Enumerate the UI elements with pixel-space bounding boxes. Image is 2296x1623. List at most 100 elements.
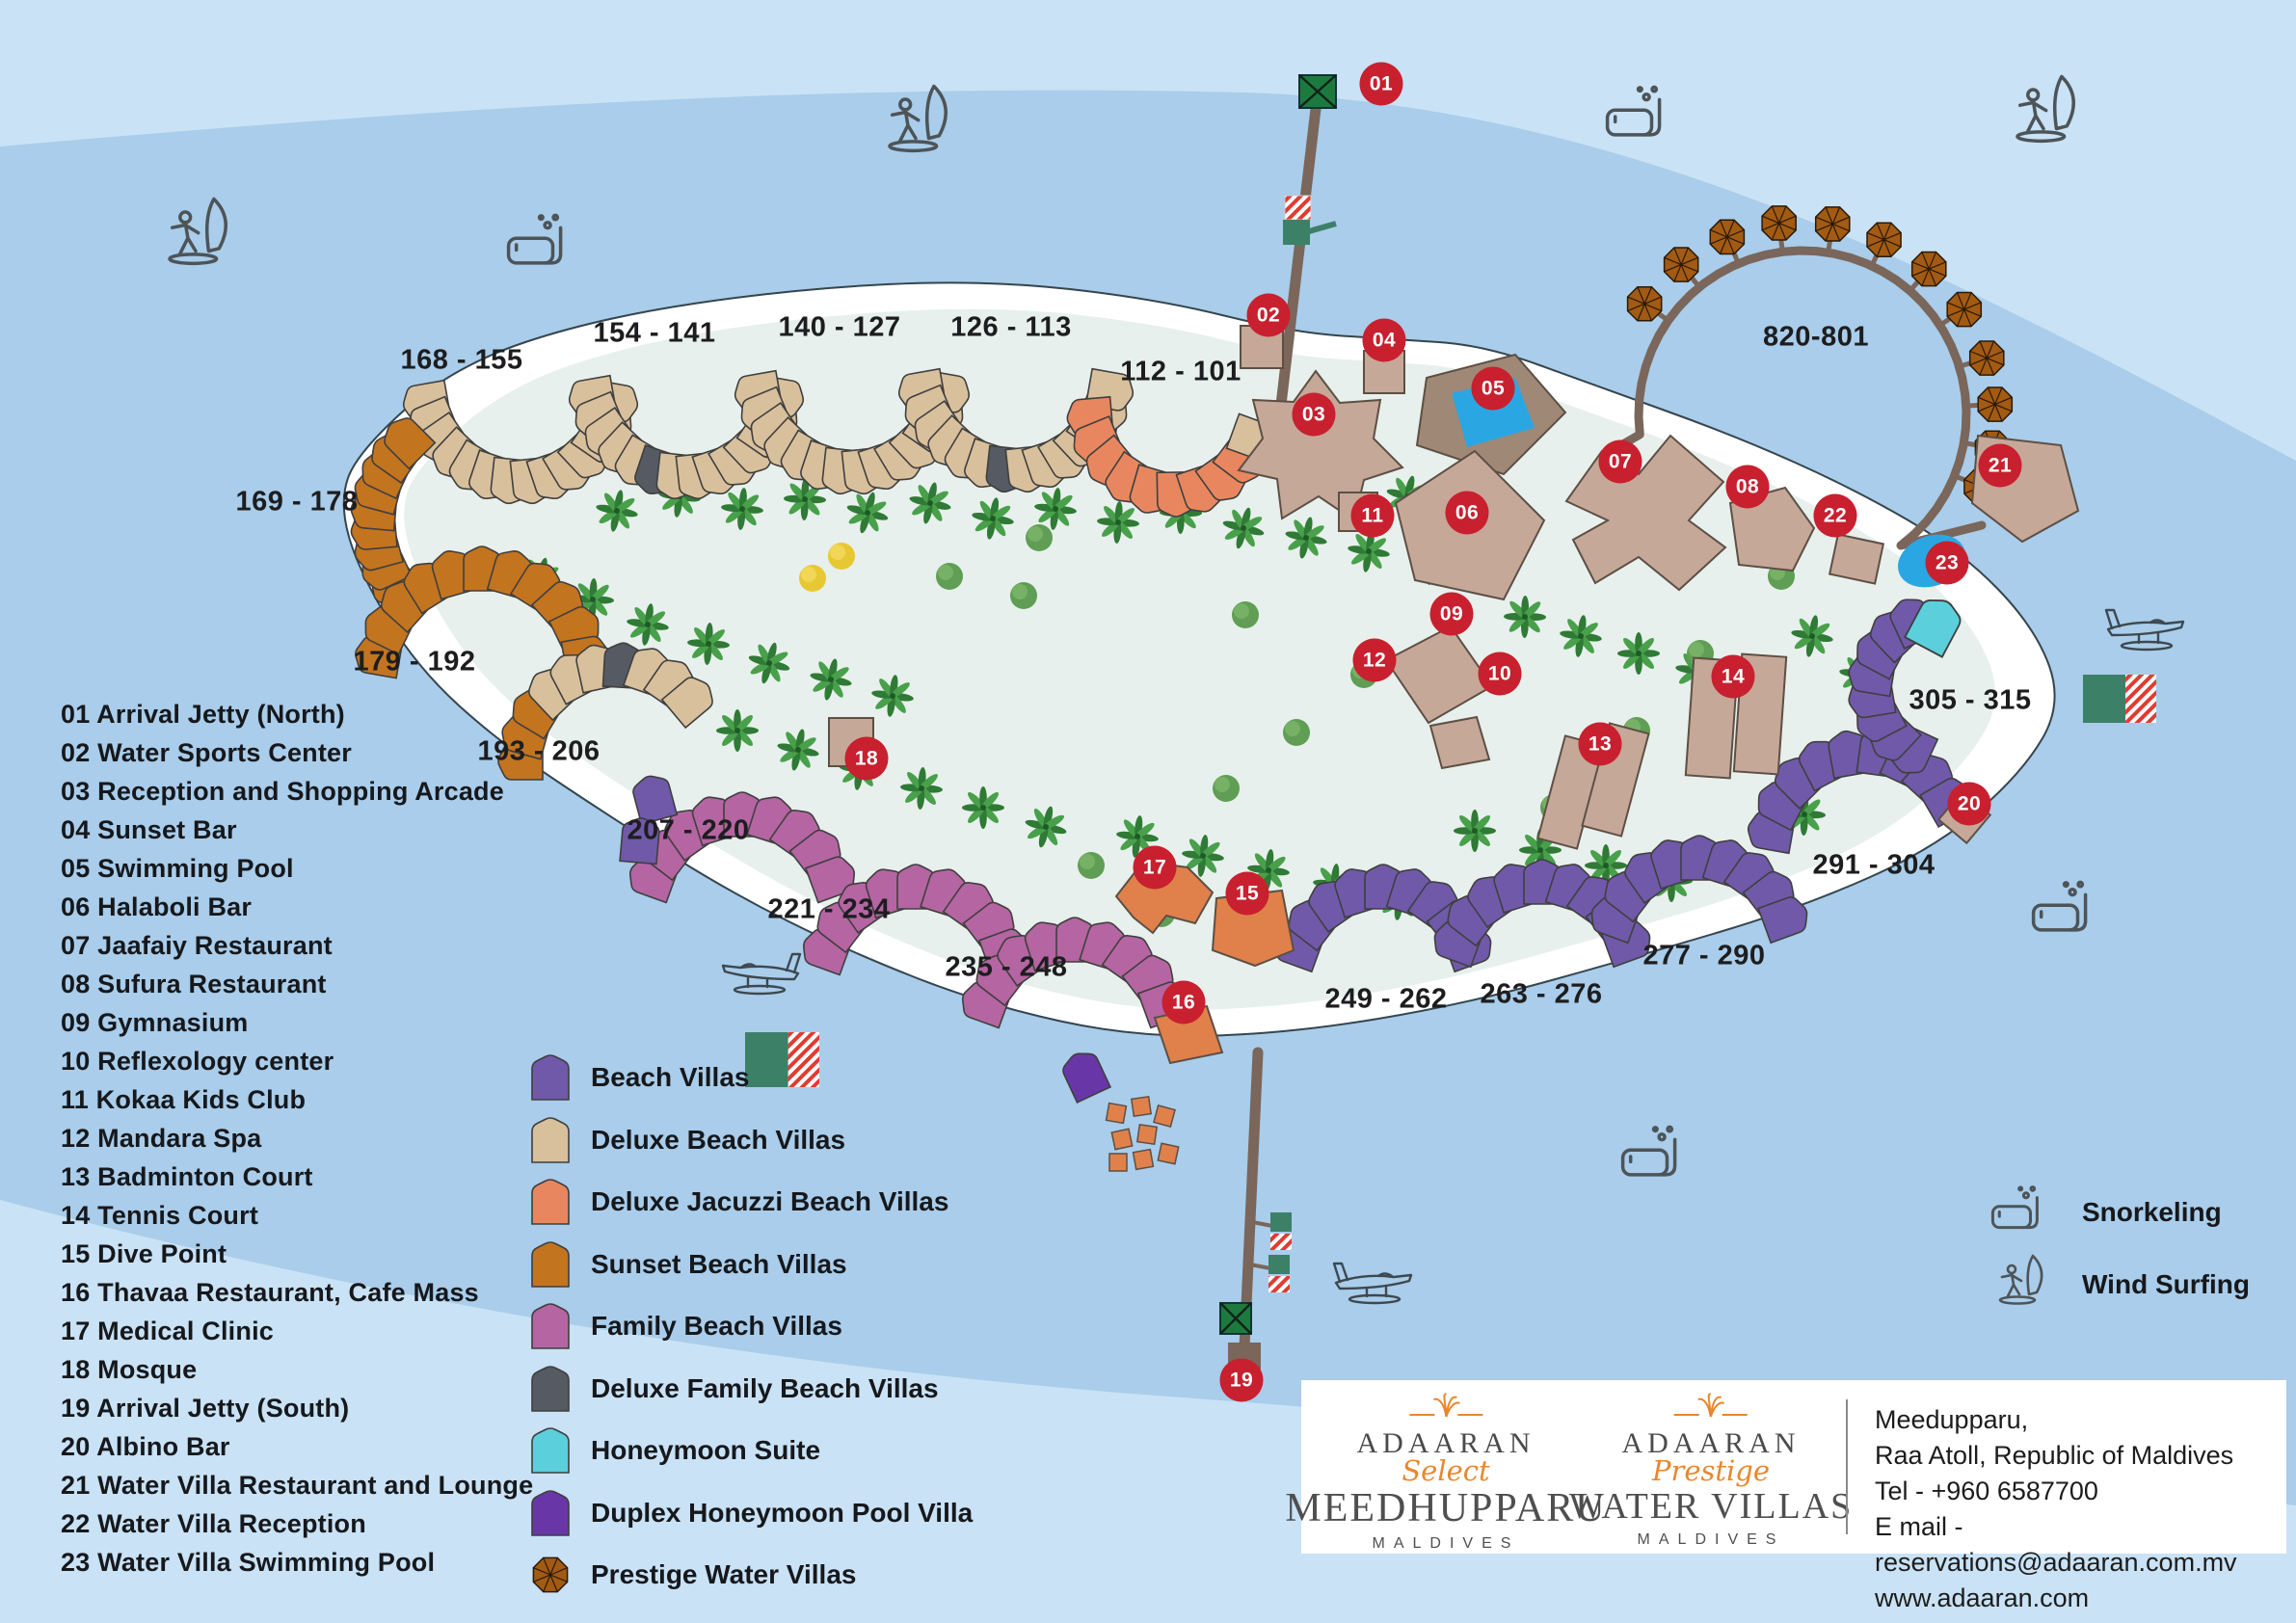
map-marker-05: 05 — [1471, 366, 1515, 411]
villas — [350, 367, 1971, 1104]
location-item-06: 06 Halaboli Bar — [61, 892, 253, 921]
palm-tree — [1791, 615, 1833, 657]
seaplane-landing-flag — [2083, 675, 2156, 723]
location-item-19: 19 Arrival Jetty (South) — [61, 1394, 350, 1423]
palm-tree — [972, 497, 1014, 540]
palm-tree — [1182, 835, 1224, 877]
location-item-07: 07 Jaafaiy Restaurant — [61, 931, 333, 960]
snorkel-icon — [1605, 85, 1662, 137]
cafe-table — [1153, 1104, 1176, 1128]
prestige-water-villa-icon — [1814, 206, 1851, 253]
north-jetty — [1273, 74, 1337, 427]
snorkel-icon — [1620, 1125, 1677, 1177]
seaplane-icon — [721, 952, 802, 996]
building — [1581, 722, 1650, 838]
prestige-water-villa-icon — [1709, 219, 1746, 265]
villa-legend-label: Deluxe Jacuzzi Beach Villas — [591, 1186, 949, 1216]
location-item-11: 11 Kokaa Kids Club — [61, 1085, 307, 1114]
duplex-swatch-icon — [531, 1489, 570, 1536]
bush — [799, 565, 826, 592]
activity-legend-item: Snorkeling — [1986, 1179, 2222, 1246]
seaplane-icon — [2104, 608, 2185, 652]
deluxe-beach-swatch-icon — [531, 1116, 570, 1163]
villa-range-label: 305 - 315 — [1909, 684, 2032, 716]
palm-tree — [716, 709, 759, 752]
villa-range-label: 249 - 262 — [1324, 983, 1448, 1015]
sunset-swatch-icon — [531, 1240, 570, 1288]
bush — [1232, 601, 1259, 628]
villa-legend-label: Honeymoon Suite — [591, 1435, 821, 1465]
location-item-08: 08 Sufura Restaurant — [61, 970, 327, 998]
palm-tree — [909, 482, 951, 524]
bush — [936, 563, 963, 590]
sunset-villa — [384, 417, 437, 470]
snorkel-icon — [1990, 1185, 2039, 1230]
location-item-21: 21 Water Villa Restaurant and Lounge — [61, 1471, 534, 1500]
villa-range-label: 221 - 234 — [767, 893, 891, 925]
cafe-table — [1135, 1123, 1159, 1146]
map-marker-23: 23 — [1925, 541, 1969, 585]
location-item-09: 09 Gymnasium — [61, 1008, 249, 1037]
deluxe-beach-villa — [660, 677, 713, 730]
palm-tree — [1454, 810, 1496, 852]
villa-legend-item: Duplex Honeymoon Pool Villa — [523, 1486, 973, 1540]
beach-swatch-icon — [531, 1054, 570, 1101]
building — [1728, 486, 1816, 572]
address-line: Raa Atoll, Republic of Maldives — [1875, 1441, 2234, 1470]
map-marker-07: 07 — [1598, 439, 1642, 484]
palm-tree — [871, 675, 914, 717]
prestige-water-villa-icon — [1938, 291, 1983, 328]
building — [1828, 533, 1885, 585]
villa-range-label: 169 - 178 — [235, 486, 359, 518]
bush — [1078, 852, 1105, 879]
location-item-14: 14 Tennis Court — [61, 1201, 259, 1230]
palm-tree — [784, 478, 826, 520]
prestige-swatch-icon — [532, 1556, 569, 1593]
villa-range-label: 207 - 220 — [627, 814, 750, 846]
map-marker-22: 22 — [1813, 493, 1857, 538]
snorkel-icon — [1990, 1185, 2039, 1230]
palm-tree — [627, 603, 669, 646]
villa-range-label: 820-801 — [1763, 321, 1869, 353]
palm-tree — [1097, 501, 1139, 544]
map-marker-10: 10 — [1478, 652, 1522, 696]
map-marker-11: 11 — [1350, 493, 1395, 538]
family-swatch-icon — [531, 1303, 570, 1349]
resort-name: WATER VILLAS — [1568, 1486, 1854, 1527]
location-item-13: 13 Badminton Court — [61, 1162, 313, 1191]
map-marker-12: 12 — [1352, 638, 1397, 682]
villa-range-label: 126 - 113 — [950, 311, 1072, 343]
villa-legend-item: Beach Villas — [523, 1051, 749, 1104]
cafe-table — [1157, 1142, 1180, 1165]
palm-tree — [1285, 517, 1327, 559]
resort-address: Meedupparu, Raa Atoll, Republic of Maldiv… — [1875, 1402, 2296, 1616]
windsurf-icon — [168, 197, 227, 266]
map-marker-08: 08 — [1725, 465, 1770, 509]
resort-country: MALDIVES — [1637, 1531, 1785, 1548]
brand-script: Prestige — [1651, 1454, 1771, 1487]
honeymoon-swatch-icon — [531, 1427, 570, 1474]
windsurf-icon — [888, 84, 948, 153]
resort-country: MALDIVES — [1372, 1535, 1520, 1552]
map-marker-18: 18 — [844, 736, 889, 781]
address-line: Meedupparu, — [1875, 1405, 2029, 1434]
water-light-north — [0, 0, 2296, 461]
deluxe-family-swatch-icon — [531, 1365, 570, 1412]
snorkel-icon — [2031, 880, 2088, 932]
location-item-12: 12 Mandara Spa — [61, 1124, 262, 1153]
location-item-02: 02 Water Sports Center — [61, 738, 352, 767]
map-marker-04: 04 — [1362, 318, 1406, 362]
activity-label: Wind Surfing — [2082, 1269, 2250, 1299]
address-line: E mail - reservations@adaaran.com.mv — [1875, 1512, 2237, 1577]
palm-tree — [810, 658, 852, 701]
building — [1428, 715, 1491, 770]
windsurf-icon — [1998, 1254, 2043, 1305]
palm-logo-icon — [1409, 1393, 1482, 1418]
palm-tree — [721, 488, 763, 530]
info-box: ADAARAN Select MEEDHUPPARU MALDIVES ADAA… — [1285, 1380, 2286, 1554]
prestige-water-villa-icon — [1663, 247, 1701, 289]
palm-tree — [846, 492, 889, 534]
villa-legend-item: Deluxe Family Beach Villas — [523, 1362, 939, 1416]
map-marker-03: 03 — [1292, 392, 1336, 437]
